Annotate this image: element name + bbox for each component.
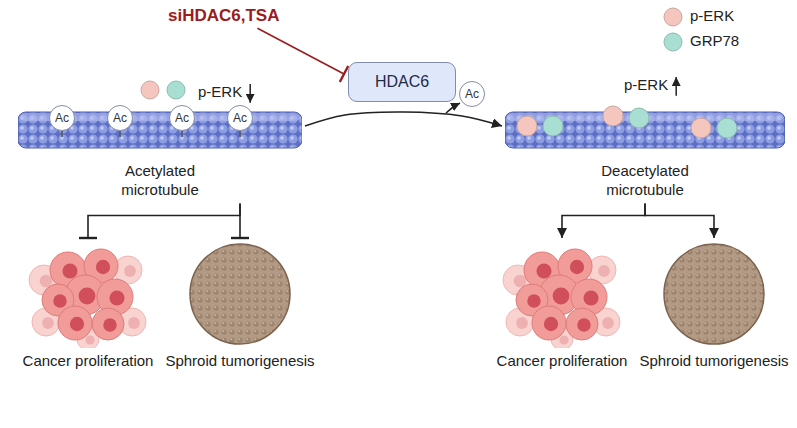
cell-nucleus — [577, 318, 590, 331]
cell-body — [92, 308, 124, 340]
cancer-cells: Cancer proliferation — [20, 240, 157, 373]
legend-swatch — [662, 31, 684, 53]
acetyl-circle: Ac — [459, 81, 485, 107]
cell-body — [566, 308, 598, 340]
protein-ball — [167, 81, 185, 99]
cell-nucleus — [79, 288, 96, 305]
microtubule: Acetylated microtubule Ac Ac Ac Ac — [18, 104, 302, 202]
spheroid-body — [190, 244, 290, 344]
protein-ball — [517, 116, 537, 136]
acetyl-circle: Ac — [49, 105, 75, 131]
cell-nucleus — [527, 294, 540, 307]
connector — [239, 204, 241, 239]
node-text: Deacetylated microtubule — [585, 162, 705, 200]
cell-nucleus — [553, 288, 570, 305]
node-text: HDAC6 — [375, 72, 429, 92]
node-text: siHDAC6,TSA — [168, 5, 279, 26]
legend-item: GRP78 — [662, 29, 739, 54]
legend-text: GRP78 — [690, 32, 739, 51]
cell-illustration — [502, 240, 622, 348]
cell-illustration — [654, 240, 774, 348]
cell-nucleus — [53, 294, 66, 307]
connector — [257, 28, 344, 74]
protein-ball — [543, 116, 563, 136]
protein-ball — [603, 106, 623, 126]
cell-nucleus — [85, 335, 94, 344]
acetyl-circle: Ac — [227, 105, 253, 131]
acetyl-stem — [61, 131, 63, 137]
cell-nucleus — [96, 260, 110, 274]
node-text: Ac — [175, 111, 189, 126]
cell-nucleus — [70, 317, 84, 331]
cell-body — [532, 306, 566, 340]
trend-arrow — [675, 77, 677, 96]
spheroid-body — [664, 244, 764, 344]
microtubule: Deacetylated microtubule — [505, 104, 785, 202]
legend: p-ERK GRP78 — [662, 4, 739, 54]
spheroid: Sphroid tumorigenesis — [162, 240, 317, 373]
node-text: Cancer proliferation — [497, 352, 628, 371]
acetyl-circle: Ac — [107, 105, 133, 131]
connector — [88, 204, 240, 239]
treatment-label: siHDAC6,TSA — [168, 5, 279, 26]
microtubule-band — [505, 104, 785, 152]
protein-label: p-ERK — [624, 76, 668, 95]
node-text: Sphroid tumorigenesis — [639, 352, 788, 371]
swatch-dot — [664, 8, 682, 26]
cell-nucleus — [559, 335, 568, 344]
cell-nucleus — [583, 290, 598, 305]
protein-ball — [629, 108, 649, 128]
cell-nucleus — [103, 318, 116, 331]
cell-nucleus — [544, 317, 558, 331]
connector — [305, 112, 502, 126]
connector — [645, 204, 714, 239]
cell-nucleus — [570, 260, 584, 274]
node-text: Sphroid tumorigenesis — [165, 352, 314, 371]
acetyl-stem — [181, 131, 183, 137]
node-text: Ac — [233, 111, 247, 126]
cell-nucleus — [128, 317, 140, 329]
cell-nucleus — [536, 263, 551, 278]
cell-nucleus — [109, 290, 124, 305]
release-arrow — [446, 103, 460, 113]
node-text: Ac — [55, 111, 69, 126]
protein-label: p-ERK — [198, 83, 242, 102]
cell-nucleus — [62, 263, 77, 278]
node-text: Ac — [113, 111, 127, 126]
acetyl-stem — [239, 131, 241, 137]
protein-ball — [141, 81, 159, 99]
cell-illustration — [180, 240, 300, 348]
cancer-cells: Cancer proliferation — [494, 240, 631, 373]
connector — [562, 204, 645, 239]
cell-nucleus — [42, 317, 54, 329]
cell-nucleus — [598, 265, 610, 277]
acetyl-stem — [119, 131, 121, 137]
spheroid: Sphroid tumorigenesis — [636, 240, 791, 373]
legend-item: p-ERK — [662, 4, 739, 29]
node-text: Acetylated microtubule — [100, 162, 220, 200]
protein-ball — [691, 118, 711, 138]
acetyl-circle: Ac — [169, 105, 195, 131]
legend-swatch — [662, 6, 684, 28]
legend-text: p-ERK — [690, 7, 734, 26]
cell-nucleus — [516, 317, 528, 329]
cell-nucleus — [602, 317, 614, 329]
node-text: Cancer proliferation — [23, 352, 154, 371]
trend-arrow — [249, 84, 251, 103]
swatch-dot — [664, 33, 682, 51]
cell-illustration — [28, 240, 148, 348]
enzyme-box: HDAC6 — [348, 62, 456, 102]
cell-body — [58, 306, 92, 340]
cell-nucleus — [124, 265, 136, 277]
protein-ball — [717, 118, 737, 138]
node-text: Ac — [465, 87, 479, 102]
